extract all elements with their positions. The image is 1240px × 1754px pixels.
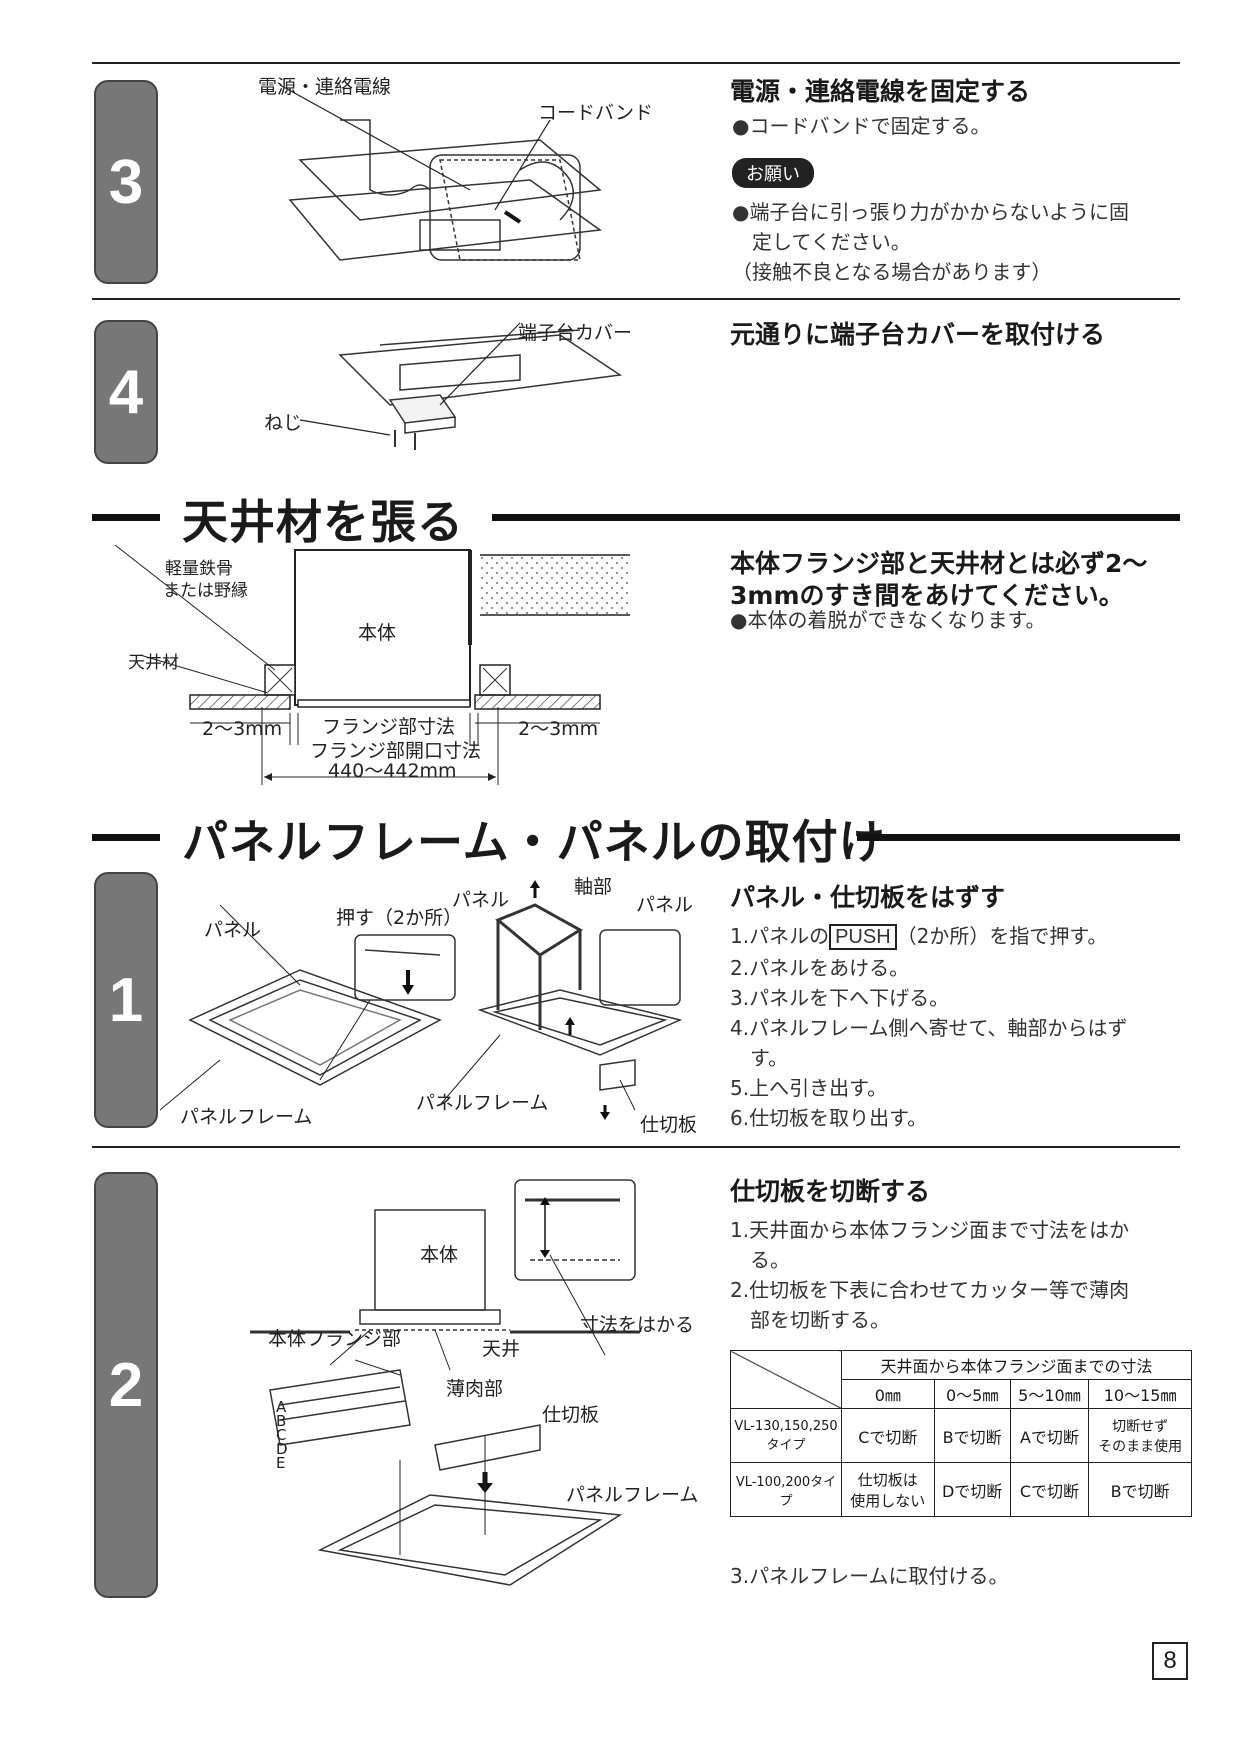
label-opening-size: フランジ部開口寸法 [310,740,482,762]
table-cell: Bで切断 [1088,1462,1192,1517]
step-4-title: 元通りに端子台カバーを取付ける [730,320,1106,349]
label-opening-range: 440〜442mm [328,760,457,782]
top-rule [92,62,1180,64]
label-flange-size: フランジ部寸法 [322,716,456,738]
label-steel-frame-2: または野縁 [163,581,248,601]
panel-step-1-line-7: 6.仕切板を取り出す。 [730,1106,928,1130]
page-number: 8 [1152,1642,1188,1680]
push-mark: PUSH [829,924,897,950]
cut-table: 天井面から本体フランジ面までの寸法 0㎜ 0〜5㎜ 5〜10㎜ 10〜15㎜ V… [730,1350,1192,1517]
table-cell: Cで切断 [1009,1462,1090,1517]
table-col: 0㎜ [841,1379,935,1409]
request-badge: お願い [732,158,814,188]
step-3-line: ●コードバンドで固定する。 [732,114,991,138]
table-row-model: VL-130,150,250タイプ [730,1408,842,1463]
ceiling-gap-diagram [114,544,630,785]
panel-step-2-line-1: 1.天井面から本体フランジ面まで寸法をはか [730,1218,1130,1242]
label-thin-part: 薄肉部 [446,1378,504,1400]
ceiling-title-line-2: 3mmのすき間をあけてください。 [730,581,1124,610]
panel-step-1-line-3: 3.パネルを下へ下げる。 [730,986,950,1010]
divider-rule [92,298,1180,300]
step-4-tab: 4 [94,320,158,464]
ceiling-title-line-1: 本体フランジ部と天井材とは必ず2〜 [730,549,1148,578]
label-cord-band: コードバンド [538,102,653,124]
panel-step-2-line-4: 部を切断する。 [730,1308,890,1332]
label-divider-2: 仕切板 [542,1404,600,1426]
label-gap-right: 2〜3mm [518,718,599,740]
table-col: 5〜10㎜ [1009,1379,1090,1409]
panel-step-1-line-5: す。 [730,1046,788,1070]
table-corner [730,1350,842,1409]
step-3-note-1: ●端子台に引っ張り力がかからないように固 [732,200,1130,224]
section-panel-heading: パネルフレーム・パネルの取付け [92,806,1180,869]
section-ceiling-heading: 天井材を張る [92,486,1180,549]
panel-step-2-tab: 2 [94,1172,158,1598]
panel-step-1-line-4: 4.パネルフレーム側へ寄せて、軸部からはず [730,1016,1128,1040]
table-cell: Aで切断 [1009,1408,1090,1463]
ceiling-note: ●本体の着脱ができなくなります。 [730,608,1046,632]
label-terminal-cover: 端子台カバー [518,322,633,344]
panel-step-2-line-3: 2.仕切板を下表に合わせてカッター等で薄肉 [730,1278,1130,1302]
table-cell: Dで切断 [933,1462,1011,1517]
label-panel-c: パネル [636,894,694,916]
terminal-cover-illustration [299,322,623,450]
table-cell: 切断せず そのまま使用 [1088,1408,1192,1463]
step-3-note-2: 定してください。 [732,230,911,254]
label-push-two: 押す（2か所） [336,907,463,929]
panel-step-2-line-2: る。 [730,1248,790,1272]
line-1-prefix: 1.パネルの [730,924,830,948]
label-panel-b: パネル [452,889,510,911]
panel-removal-illustration [159,880,683,1120]
label-ceiling-material: 天井材 [128,653,179,673]
panel-step-1-line-6: 5.上へ引き出す。 [730,1076,888,1100]
panel-step-1-tab: 1 [94,872,158,1128]
table-cell: Cで切断 [841,1408,935,1463]
label-frame-a: パネルフレーム [180,1106,313,1128]
table-cell: Bで切断 [933,1408,1011,1463]
label-frame-2: パネルフレーム [566,1484,699,1506]
wire-fixing-illustration [279,84,603,261]
label-ceiling-2: 天井 [482,1338,521,1360]
label-body: 本体 [358,622,397,644]
section-panel-title: パネルフレーム・パネルの取付け [182,815,886,869]
table-header: 天井面から本体フランジ面までの寸法 [841,1350,1192,1380]
label-flange-2: 本体フランジ部 [268,1328,402,1350]
panel-step-2-final: 3.パネルフレームに取付ける。 [730,1564,1009,1588]
label-divider: 仕切板 [640,1114,698,1136]
label-wire: 電源・連絡電線 [258,76,392,98]
step-3-note-3: （接触不良となる場合があります） [732,260,1052,284]
label-measure: 寸法をはかる [580,1314,695,1336]
label-cut-letters: A B C D E [276,1398,288,1472]
label-axis: 軸部 [574,876,613,898]
label-body-2: 本体 [420,1244,459,1266]
label-gap-left: 2〜3mm [202,718,283,740]
label-frame-b: パネルフレーム [416,1092,549,1114]
panel-step-1-line-2: 2.パネルをあける。 [730,956,910,980]
step-3-title: 電源・連絡電線を固定する [730,77,1031,106]
divider-rule-2 [92,1146,1180,1148]
table-col: 0〜5㎜ [933,1379,1011,1409]
divider-cut-illustration [250,1179,640,1586]
panel-step-1-title: パネル・仕切板をはずす [730,883,1006,912]
table-col: 10〜15㎜ [1088,1379,1192,1409]
panel-step-2-title: 仕切板を切断する [730,1177,931,1206]
section-ceiling-title: 天井材を張る [182,495,464,549]
label-steel-frame-1: 軽量鉄骨 [165,559,233,579]
table-cell: 仕切板は 使用しない [841,1462,935,1517]
table-row-model: VL-100,200タイプ [730,1462,842,1517]
step-3-tab: 3 [94,80,158,284]
label-screw: ねじ [264,412,303,434]
line-1-suffix: （2か所）を指で押す。 [896,924,1108,948]
label-panel-a: パネル [204,919,262,941]
